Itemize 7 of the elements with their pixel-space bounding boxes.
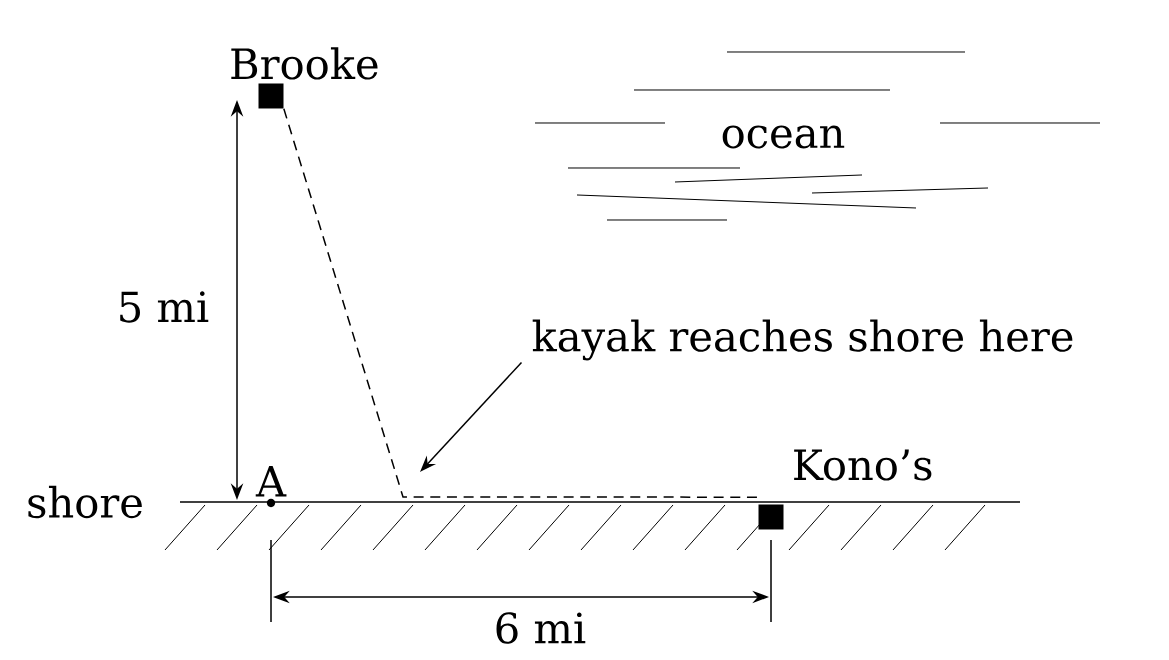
dimension-label: 5 mi — [120, 291, 209, 323]
route-line — [283, 108, 759, 498]
region-label: shore — [28, 485, 142, 519]
leader-line — [420, 361, 523, 472]
callout-text: kayak reaches shore here — [532, 319, 1073, 361]
dimension-label: 6 mi — [496, 612, 586, 644]
region-label: ocean — [722, 125, 845, 149]
